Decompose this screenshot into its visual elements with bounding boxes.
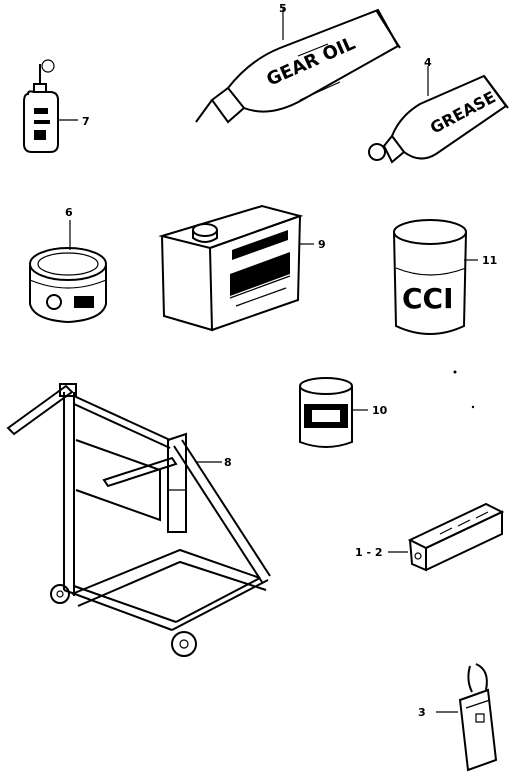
small-bottle: [23, 59, 78, 153]
callout-grease: 4: [424, 56, 432, 69]
callout-tin: 6: [65, 206, 73, 219]
gear-oil-tube: GEAR OIL: [195, 8, 401, 124]
stray-mark: [471, 405, 475, 409]
callout-pouch: 3: [418, 706, 426, 719]
callout-cci: 11: [482, 254, 497, 267]
pouch: [436, 663, 498, 772]
bar-stick: [388, 502, 505, 572]
grease-label: GREASE: [427, 87, 499, 137]
cci-can: CCI: [393, 219, 478, 335]
callout-can: 9: [318, 238, 326, 251]
round-tin: [29, 220, 107, 324]
cci-label: CCI: [402, 282, 454, 315]
grease-tube: GREASE: [368, 66, 509, 164]
callout-stick: 1 - 2: [355, 546, 383, 559]
callout-small-can: 10: [372, 404, 388, 417]
callout-stand: 8: [224, 456, 232, 469]
gear-oil-label: GEAR OIL: [263, 33, 358, 91]
callout-bottle: 7: [82, 115, 90, 128]
rectangular-can: [158, 204, 314, 332]
stray-mark: [453, 370, 457, 374]
callout-gear-oil: 5: [279, 2, 287, 15]
small-can: [299, 377, 368, 448]
engine-stand: [6, 383, 271, 657]
